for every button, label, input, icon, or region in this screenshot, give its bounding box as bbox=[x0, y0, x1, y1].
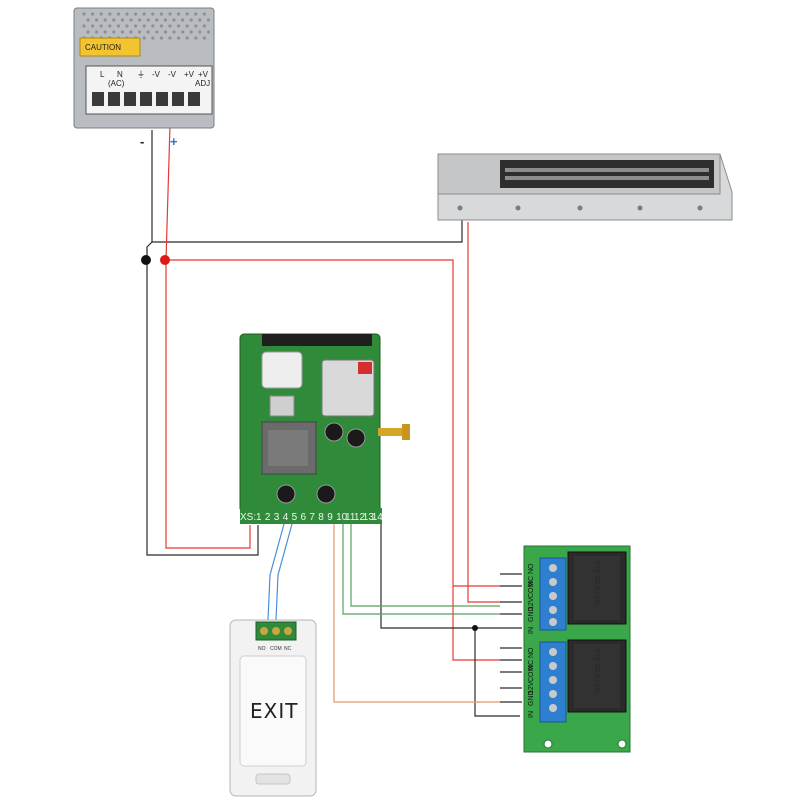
relay-side-labels-2-com: COM bbox=[528, 666, 535, 683]
psu-caution-sticker bbox=[79, 37, 141, 57]
exit-push-plate bbox=[239, 655, 307, 767]
relay-side-labels-1-12v: 12V bbox=[528, 597, 535, 610]
wire-exit-1 bbox=[267, 523, 285, 621]
psu-terminal-l: L bbox=[100, 70, 105, 79]
controller-xs-label: XS: bbox=[240, 512, 256, 523]
controller-terminal-strip bbox=[240, 508, 382, 524]
relay-side-labels-1-com: COM bbox=[528, 582, 535, 599]
relay-side-labels-2-gnd: GND bbox=[528, 690, 535, 706]
psu-terminal-v3: +V bbox=[184, 70, 195, 79]
controller-pin-4: 4 bbox=[283, 512, 289, 523]
controller-pin-7: 7 bbox=[309, 512, 315, 523]
relay-side-labels-1-in: IN bbox=[528, 627, 535, 634]
junction-negative bbox=[141, 255, 151, 265]
relay-side-labels-1-nc: NC bbox=[528, 576, 535, 586]
wire-control-2 bbox=[350, 520, 500, 607]
psu-terminal-earth: ⏚ bbox=[137, 70, 145, 79]
controller-pin-10: 10 bbox=[336, 512, 348, 523]
psu-minus-label: - bbox=[140, 134, 144, 149]
relay-side-labels-2-nc: NC bbox=[528, 660, 535, 670]
magnetic-lock bbox=[437, 153, 733, 221]
junction-common bbox=[472, 625, 478, 631]
controller-pin-2: 2 bbox=[265, 512, 271, 523]
power-supply: /* placeholder, vents generated below */… bbox=[73, 7, 215, 149]
psu-terminal-labels: L N ⏚ -V -V +V +V (AC) ADJ bbox=[100, 70, 210, 88]
exit-label: EXIT bbox=[250, 699, 298, 723]
relay-module: NT73-2C-S15 NT73-2C-S15 NONCCOM12VGNDIN … bbox=[523, 545, 631, 753]
controller-pin-9: 9 bbox=[327, 512, 333, 523]
exit-terminal-no: NO bbox=[258, 646, 266, 652]
psu-caution-text: CAUTION bbox=[85, 43, 121, 52]
controller-header-strip bbox=[262, 334, 372, 346]
controller-pin-8: 8 bbox=[318, 512, 324, 523]
controller-pin-14: 14 bbox=[372, 512, 384, 523]
capacitor-2 bbox=[346, 428, 366, 448]
wire-negative-to-maglock bbox=[152, 220, 463, 243]
wire-common-to-relays bbox=[380, 520, 500, 629]
relay-side-labels-2-no: NO bbox=[528, 647, 535, 658]
controller-pin-1: 1 bbox=[256, 512, 262, 523]
relay-1-model: NT73-2C-S15 bbox=[595, 561, 602, 604]
psu-terminal-v4: +V bbox=[198, 70, 209, 79]
capacitor-4 bbox=[316, 484, 336, 504]
psu-plus-label: + bbox=[170, 134, 178, 149]
wire-psu-negative bbox=[146, 130, 259, 556]
capacitor-1 bbox=[324, 422, 344, 442]
maglock-mount-holes bbox=[457, 205, 703, 211]
exit-button: NO COM NC EXIT bbox=[229, 619, 317, 797]
exit-terminal-nc: NC bbox=[284, 646, 292, 652]
wire-exit-2 bbox=[275, 523, 293, 621]
capacitor-3 bbox=[276, 484, 296, 504]
controller-pin-3: 3 bbox=[274, 512, 280, 523]
relay-terminal-screws bbox=[549, 564, 557, 712]
psu-terminal-v1: -V bbox=[152, 70, 161, 79]
relay-terminal-stubs bbox=[500, 573, 522, 703]
maglock-armature-slot bbox=[500, 160, 714, 188]
psu-screws bbox=[92, 92, 200, 106]
relay-side-labels-2-in: IN bbox=[528, 711, 535, 718]
exit-terminal-com: COM bbox=[270, 646, 282, 652]
junction-positive bbox=[160, 255, 170, 265]
relay-2-model: NT73-2C-S15 bbox=[595, 649, 602, 692]
wire-psu-positive bbox=[165, 124, 251, 549]
relay-side-labels-1-gnd: GND bbox=[528, 606, 535, 622]
psu-terminal-n: N bbox=[117, 70, 123, 79]
controller-pin-6: 6 bbox=[301, 512, 307, 523]
controller-pin-13: 13 bbox=[363, 512, 375, 523]
wire-positive-to-relays bbox=[166, 259, 500, 661]
controller-pin-5: 5 bbox=[292, 512, 298, 523]
psu-ac-label: (AC) bbox=[108, 79, 125, 88]
controller-pin-12: 12 bbox=[354, 512, 366, 523]
relay-side-labels-2-12v: 12V bbox=[528, 681, 535, 694]
wire-control-1 bbox=[342, 520, 500, 615]
wire-maglock-to-relay bbox=[467, 222, 500, 603]
sim-holder bbox=[261, 351, 303, 389]
psu-adj-label: ADJ bbox=[195, 79, 210, 88]
relay-side-labels-1-no: NO bbox=[528, 563, 535, 574]
wire-common-to-relay2 bbox=[474, 628, 520, 717]
wire-control-3 bbox=[333, 520, 500, 703]
psu-terminal-v2: -V bbox=[168, 70, 177, 79]
controller-pin-11: 11 bbox=[345, 512, 356, 523]
antenna-connector bbox=[378, 428, 408, 436]
wires bbox=[146, 124, 522, 717]
